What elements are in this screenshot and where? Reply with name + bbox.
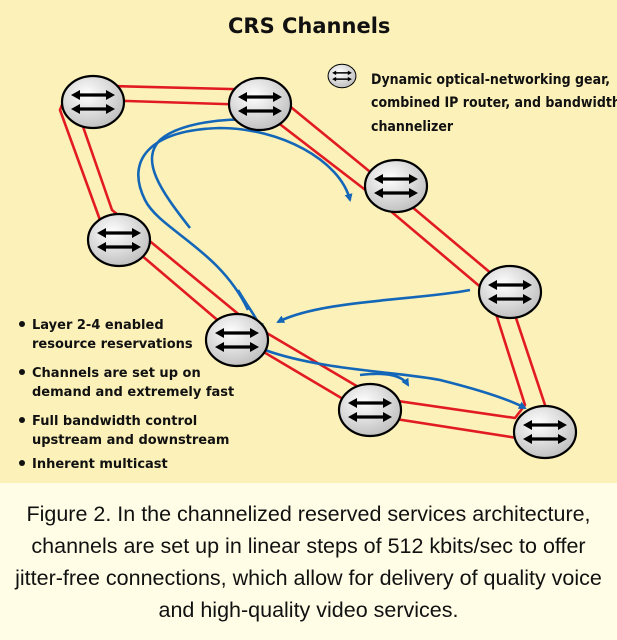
bullet-4-line-1: Inherent multicast — [32, 457, 168, 472]
router-icon — [363, 158, 429, 214]
channel-path-4 — [264, 348, 527, 410]
bullet-dot — [19, 369, 25, 375]
legend-line-2: combined IP router, and bandwidth — [371, 95, 617, 111]
router-4 — [86, 212, 152, 268]
ring-inner-red — [78, 98, 527, 420]
diagram-title: CRS Channels — [228, 14, 390, 38]
crs-channels-diagram: CRS Channels Dynamic optical-networking … — [0, 0, 617, 483]
bullet-dot — [19, 460, 25, 466]
channel-path-5 — [359, 372, 410, 387]
bullet-1-line-2: resource reservations — [32, 337, 193, 352]
bullet-dot — [19, 417, 25, 423]
figure-caption: Figure 2. In the channelized reserved se… — [0, 483, 617, 640]
router-6 — [204, 312, 270, 368]
bullet-3-line-2: upstream and downstream — [32, 433, 229, 448]
bullet-dot — [19, 321, 25, 327]
legend: Dynamic optical-networking gear, combine… — [327, 63, 617, 135]
router-3 — [363, 158, 429, 214]
router-icon — [337, 382, 403, 438]
bullet-2-line-1: Channels are set up on — [32, 366, 201, 381]
router-7 — [337, 382, 403, 438]
router-2 — [227, 76, 293, 132]
bullet-2-line-2: demand and extremely fast — [32, 385, 234, 400]
caption-text: Figure 2. In the channelized reserved se… — [15, 501, 602, 622]
channel-path-3 — [276, 288, 471, 324]
router-icon — [227, 76, 293, 132]
router-icon — [86, 212, 152, 268]
router-5 — [477, 264, 543, 320]
router-icon — [60, 74, 126, 130]
router-icon — [477, 264, 543, 320]
legend-line-3: channelizer — [371, 119, 454, 135]
router-8 — [512, 404, 578, 460]
router-1 — [60, 74, 126, 130]
bullet-3-line-1: Full bandwidth control — [32, 414, 197, 429]
bullet-1-line-1: Layer 2-4 enabled — [32, 318, 164, 333]
legend-router-icon — [327, 63, 357, 89]
router-icon — [204, 312, 270, 368]
legend-line-1: Dynamic optical-networking gear, — [371, 72, 610, 88]
router-icon — [512, 404, 578, 460]
channels — [137, 115, 527, 410]
channel-path-2 — [150, 115, 252, 229]
feature-list: Layer 2-4 enabled resource reservations … — [19, 318, 234, 472]
channel-path-1 — [137, 126, 353, 311]
